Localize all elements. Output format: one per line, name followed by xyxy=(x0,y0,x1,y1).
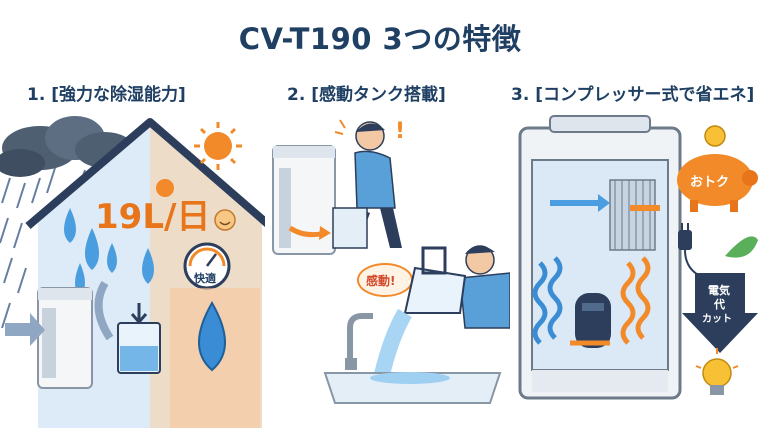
lightbulb-icon xyxy=(695,348,739,395)
piggy-bank-icon: おトク xyxy=(677,154,758,212)
airflow-arrow xyxy=(5,313,45,346)
capacity-label: 19L/日 xyxy=(95,197,210,237)
water-drop-icon xyxy=(198,300,226,372)
person-pouring-water xyxy=(403,245,510,329)
dehumidifier-unit xyxy=(37,287,93,389)
sun-icon xyxy=(194,122,242,170)
feature-1-illustration: 19L/日 快適 xyxy=(0,116,265,428)
svg-text:カット: カット xyxy=(702,313,732,325)
sink xyxy=(323,372,502,404)
svg-text:代: 代 xyxy=(713,297,725,311)
smile-icon xyxy=(214,209,236,231)
gauge-icon: 快適 xyxy=(183,242,231,290)
exclaim-mark: ! xyxy=(395,119,405,144)
feature-1-heading: 1. [強力な除湿能力] xyxy=(27,85,186,105)
svg-text:電気: 電気 xyxy=(708,283,730,297)
coin-icon xyxy=(704,125,726,147)
rain-cloud-icon xyxy=(0,116,135,177)
svg-text:感動!: 感動! xyxy=(366,273,395,288)
feature-2-illustration: ! 感動! xyxy=(272,119,510,404)
savings-label: おトク xyxy=(690,175,729,190)
water-tank xyxy=(117,303,161,374)
compressor-icon xyxy=(575,293,611,348)
page-title: CV-T190 3つの特徴 xyxy=(238,22,522,56)
faucet-icon xyxy=(345,313,373,370)
comfort-label: 快適 xyxy=(193,271,216,285)
feature-3-illustration: おトク 電気 代 カット xyxy=(518,115,758,400)
dehumidifier-unit xyxy=(272,145,336,255)
person-pulling-tank xyxy=(332,121,402,249)
down-arrow-icon: 電気 代 カット xyxy=(682,273,758,353)
feature-3-heading: 3. [コンプレッサー式で省エネ] xyxy=(511,85,755,105)
leaf-icon xyxy=(725,236,758,258)
compressor-dehumidifier xyxy=(518,115,682,400)
feature-2-heading: 2. [感動タンク搭載] xyxy=(287,85,446,105)
speech-bubble: 感動! xyxy=(357,263,413,297)
